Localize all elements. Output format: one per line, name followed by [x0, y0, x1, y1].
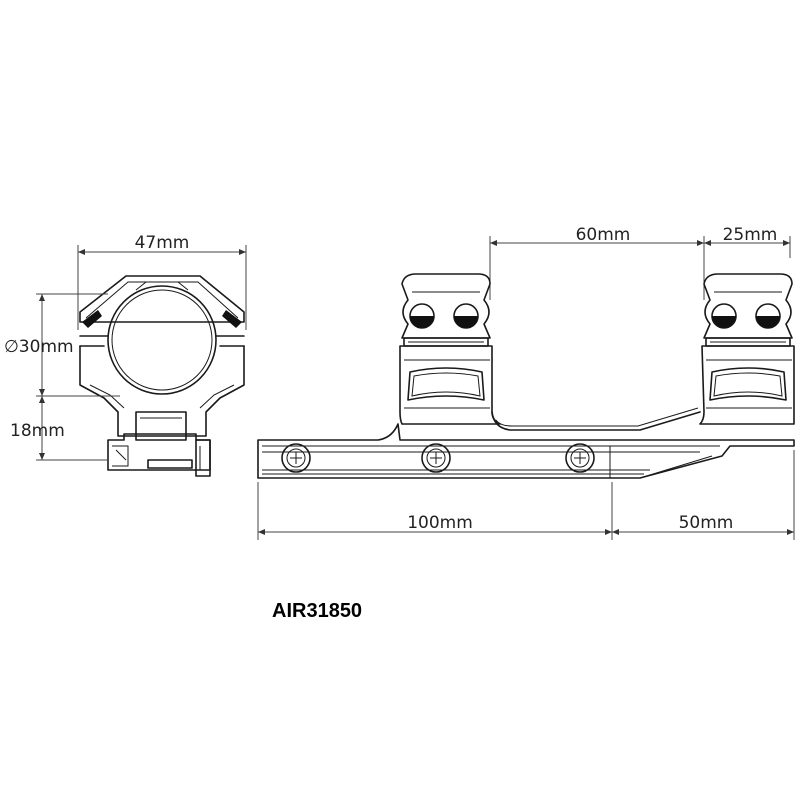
end-view-ring-cap — [79, 275, 245, 323]
base-screw-2 — [421, 443, 451, 473]
base-screw-3 — [565, 443, 595, 473]
end-view: 47mm ∅30mm — [4, 233, 247, 477]
ring-diameter-label: ∅30mm — [4, 337, 74, 357]
cantilever-label: 50mm — [679, 513, 734, 533]
ring-width-label: 47mm — [135, 233, 190, 253]
side-view-ring-front — [399, 273, 501, 425]
scope-bore-circle — [107, 285, 217, 395]
ring-spacing-label: 60mm — [576, 225, 631, 245]
base-length-label: 100mm — [407, 513, 473, 533]
model-code-label: AIR31850 — [272, 600, 363, 622]
end-view-ring-base — [79, 345, 245, 437]
center-height-label: 18mm — [10, 421, 65, 441]
side-view: 60mm 25mm — [257, 225, 795, 540]
base-screw-1 — [281, 443, 311, 473]
side-view-arm — [491, 411, 701, 431]
side-view-ring-rear — [699, 273, 795, 425]
side-view-base-rail — [257, 423, 795, 479]
ring-offset-label: 25mm — [723, 225, 778, 245]
